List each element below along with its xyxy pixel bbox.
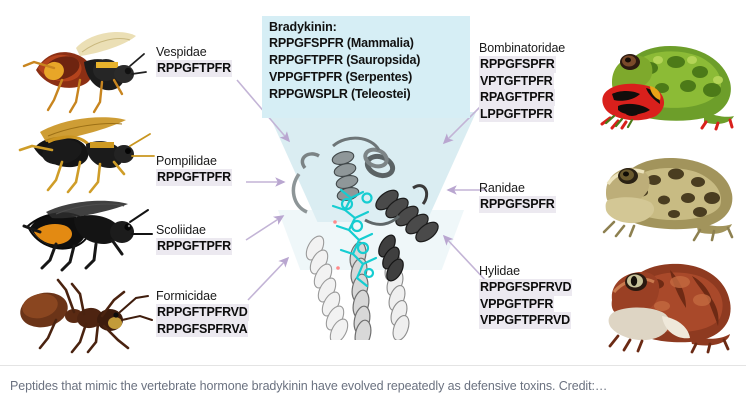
family-label-formicidae: Formicidae — [156, 289, 217, 303]
peptide-sequence: LPPGFTPFR — [479, 105, 554, 122]
bradykinin-clade: (Serpentes) — [345, 70, 413, 84]
peptide-sequence: RPPGFSPFRVA — [156, 320, 249, 337]
bradykinin-clade: (Sauropsida) — [346, 53, 421, 67]
bradykinin-entry-row: RPPGWSPLR (Teleostei) — [269, 86, 464, 103]
protein-ribbon-structure — [291, 136, 439, 340]
bradykinin-box-title: Bradykinin: — [269, 20, 337, 34]
sequence-list: RPPGFTPFR — [156, 238, 232, 255]
group-vespidae: Vespidae RPPGFTPFR — [156, 44, 232, 77]
sequence-list: RPPGFSPFR VPTGFTPFR RPAGFTPFR LPPGFTPFR — [479, 56, 565, 122]
bradykinin-clade: (Teleostei) — [351, 87, 411, 101]
family-label-ranidae: Ranidae — [479, 181, 525, 195]
group-formicidae: Formicidae RPPGFTPFRVD RPPGFSPFRVA — [156, 288, 249, 337]
organism-scoliid-wasp — [22, 200, 153, 272]
group-ranidae: Ranidae RPPGFSPFR — [479, 180, 556, 213]
organism-spider-wasp — [18, 117, 155, 194]
family-label-pompilidae: Pompilidae — [156, 154, 217, 168]
peptide-sequence: VPPGFTPFR — [479, 295, 555, 312]
group-pompilidae: Pompilidae RPPGFTPFR — [156, 153, 232, 186]
bradykinin-evolution-figure: Bradykinin: RPPGFSPFR (Mammalia) RPPGFTP… — [18, 16, 734, 354]
organism-fire-bellied-toad — [600, 46, 734, 131]
family-label-bombinatoridae: Bombinatoridae — [479, 41, 566, 55]
organism-ant — [20, 278, 153, 354]
bradykinin-sequence: RPPGFSPFR — [269, 36, 344, 50]
family-label-hylidae: Hylidae — [479, 264, 520, 278]
organism-leopard-frog — [602, 158, 734, 242]
sequence-list: RPPGFTPFR — [156, 169, 232, 186]
peptide-sequence: VPPGFTPFRVD — [479, 312, 571, 329]
peptide-sequence: RPPGFTPFR — [156, 238, 232, 255]
peptide-sequence: RPPGFTPFR — [156, 169, 232, 186]
bradykinin-sequence: VPPGFTPFR — [269, 70, 343, 84]
bradykinin-sequence: RPPGWSPLR — [269, 87, 348, 101]
peptide-sequence: RPPGFSPFRVD — [479, 279, 573, 296]
family-label-scoliidae: Scoliidae — [156, 223, 206, 237]
peptide-sequence: RPPGFTPFR — [156, 60, 232, 77]
group-bombinatoridae: Bombinatoridae RPPGFSPFR VPTGFTPFR RPAGF… — [479, 40, 565, 122]
bradykinin-clade: (Mammalia) — [346, 36, 414, 50]
sequence-list: RPPGFTPFR — [156, 60, 232, 77]
bradykinin-entry-row: RPPGFTPFR (Sauropsida) — [269, 52, 464, 69]
peptide-sequence: RPAGFTPFR — [479, 89, 555, 106]
sequence-list: RPPGFTPFRVD RPPGFSPFRVA — [156, 304, 249, 337]
bradykinin-reference-box: Bradykinin: RPPGFSPFR (Mammalia) RPPGFTP… — [262, 16, 470, 118]
family-label-vespidae: Vespidae — [156, 45, 207, 59]
sequence-list: RPPGFSPFR — [479, 196, 556, 213]
organism-paper-wasp — [22, 32, 147, 114]
caption-text: Peptides that mimic the vertebrate hormo… — [10, 379, 608, 393]
group-hylidae: Hylidae RPPGFSPFRVD VPPGFTPFR VPPGFTPFRV… — [479, 263, 573, 329]
bradykinin-entry-row: VPPGFTPFR (Serpentes) — [269, 69, 464, 86]
figure-caption: Peptides that mimic the vertebrate hormo… — [0, 365, 746, 406]
bradykinin-entry-row: RPPGFSPFR (Mammalia) — [269, 35, 464, 52]
peptide-sequence: RPPGFTPFRVD — [156, 304, 249, 321]
peptide-sequence: RPPGFSPFR — [479, 56, 556, 73]
organism-tree-frog — [608, 263, 731, 354]
peptide-sequence: VPTGFTPFR — [479, 72, 554, 89]
peptide-sequence: RPPGFSPFR — [479, 196, 556, 213]
group-scoliidae: Scoliidae RPPGFTPFR — [156, 222, 232, 255]
sequence-list: RPPGFSPFRVD VPPGFTPFR VPPGFTPFRVD — [479, 279, 573, 329]
bradykinin-sequence: RPPGFTPFR — [269, 53, 343, 67]
